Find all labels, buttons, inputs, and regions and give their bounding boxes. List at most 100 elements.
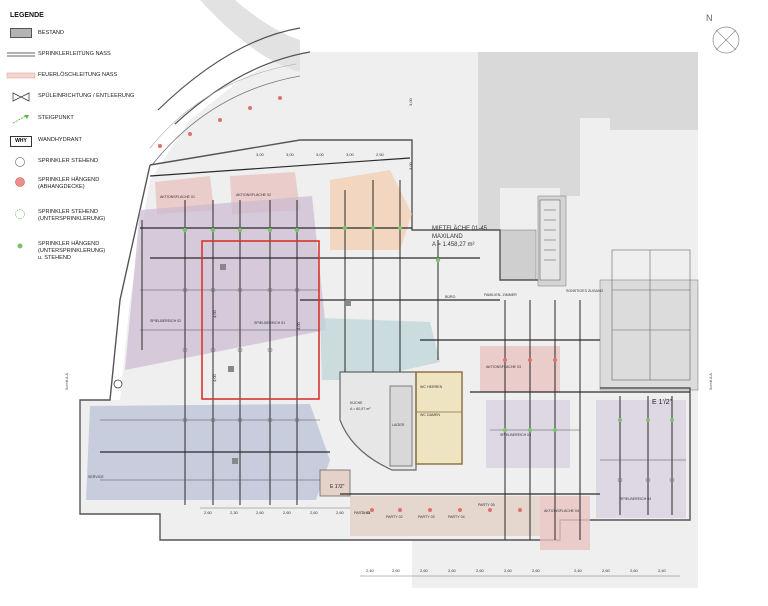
room-wc-damen: WC DAMEN [420,413,440,417]
curved-ramp [149,0,311,166]
legend: LEGENDE BESTAND SPRINKLERLEITUNG NASS FE… [0,0,150,280]
room-aktionsflaeche-03: AKTIONSFLÄCHE 03 [486,365,521,369]
room-labels: KÜCHE A = 60,97 m² LAGER WC HERREN WC DA… [88,193,651,519]
zone-aktionsflaeche-01 [155,176,214,214]
legend-label-sprinkler-haengend: SPRINKLER HÄNGEND (ABHANGDECKE) [38,177,100,190]
room-spielbereich-04: SPIELBEREICH 04 [620,497,651,501]
main-area-line2: MAXILAND [432,234,463,240]
lower-dim-4: 2,60 [310,510,319,515]
legend-label-sprinkler-haengend-unter: SPRINKLER HÄNGEND (UNTERSPRINKLERUNG) u.… [38,241,106,261]
bottom-dimension-chain: 2,40 2,60 2,60 2,60 2,60 2,60 2,60 2,40 … [360,568,680,577]
legend-label-steigpunkt: STEIGPUNKT [38,115,74,121]
north-label: N [706,13,713,23]
hydrant-icon [113,379,123,389]
main-area-label: MIETFLÄCHE 01-45 MAXILAND A = 1.458,27 m… [432,225,488,248]
section-mark-right: Schnitt A-A [709,372,713,390]
sprinkler-heads [158,96,675,512]
lower-dim-2: 2,60 [256,510,265,515]
room-lager: LAGER [392,423,405,427]
bottom-dim-10: 2,40 [658,568,667,573]
room-party-01: PARTY 01 [354,511,371,515]
top-dim-2: 3,00 [316,152,325,157]
sprinkler-underspray-hanging-icon [17,243,23,249]
room-party-02: PARTY 02 [386,515,403,519]
bottom-dim-3: 2,60 [448,568,457,573]
top-dim-1: 3,00 [286,152,295,157]
room-wc-herren: WC HERREN [420,385,443,389]
room-aktionsflaeche-04: AKTIONSFLÄCHE 04 [544,509,579,513]
top-dim-4: 2,50 [376,152,385,157]
bottom-dim-0: 2,40 [366,568,375,573]
lower-dim-1: 2,30 [230,510,239,515]
wandhydrant-box-icon: WHY [10,136,32,147]
lower-dim-6: 2,40 [362,510,371,515]
sprinkler-branches [100,289,686,481]
sprinkler-underspray-standing-icon [15,209,25,219]
main-area-line1: MIETFLÄCHE 01-45 [432,225,488,232]
zone-aktionsflaeche-04 [540,496,590,550]
room-familienzimmer: FAMILIEN- ZIMMER [484,293,517,297]
bottom-dim-9: 2,60 [630,568,639,573]
tenant-outline [79,139,691,541]
room-kueche-area: A = 60,97 m² [350,407,371,411]
bestand-swatch-icon [10,28,32,38]
zone-teal [320,318,440,380]
valve-icon [12,92,30,102]
vertical-dim-1: 4,00 [212,373,217,382]
room-aktionsflaeche-01: AKTIONSFLÄCHE 01 [160,195,195,199]
top-dimension-chain: 3,00 3,00 3,00 3,00 2,50 [256,152,385,157]
vertical-dim-2: 4,00 [296,321,301,330]
zone-aktionsflaeche-03 [480,346,560,392]
legend-label-feuerloeschleitung: FEUERLÖSCHLEITUNG NASS [38,72,118,78]
room-buero: BÜRO [445,295,456,299]
bottom-dim-1: 2,60 [392,568,401,573]
sprinkler-hanging-icon [15,177,25,187]
lower-dim-5: 2,60 [336,510,345,515]
pink-double-line-icon [6,72,36,79]
zones [86,170,686,550]
lower-dim-3: 2,60 [283,510,292,515]
service-cluster [539,199,691,381]
bottom-dim-8: 2,60 [602,568,611,573]
section-marker-2: E 1'/2" [330,484,345,490]
room-sonstiges: SONSTIGES ZUGANG [566,289,604,293]
room-spielbereich-01: SPIELBEREICH 01 [254,321,285,325]
bottom-dim-6: 2,60 [532,568,541,573]
legend-label-sprinkler-stehend: SPRINKLER STEHEND [38,158,98,164]
legend-label-sprinkler-stehend-unter: SPRINKLER STEHEND (UNTERSPRINKLERUNG) [38,209,106,222]
bottom-dim-2: 2,60 [420,568,429,573]
room-kueche: KÜCHE [350,401,363,405]
room-party-03: PARTY 03 [418,515,435,519]
room-spielbereich-02: SPIELBEREICH 02 [150,319,181,323]
zone-orange [330,170,412,250]
selection-frame[interactable] [201,240,320,400]
legend-label-sprinklerleitung: SPRINKLERLEITUNG NASS [38,51,111,57]
zone-spielbereich-03 [486,400,570,468]
riser-arrow-icon [12,115,29,124]
legend-label-spuelung: SPÜLEINRICHTUNG / ENTLEERUNG [38,93,135,99]
top-dim-3: 3,00 [346,152,355,157]
bottom-dim-5: 2,60 [504,568,513,573]
legend-title: LEGENDE [10,12,44,19]
main-area-line3: A = 1.458,27 m² [432,242,475,248]
riser-points [113,264,351,464]
top-dim-0: 3,00 [256,152,265,157]
zone-spielbereich-01 [125,196,326,370]
bottom-dim-7: 2,40 [574,568,583,573]
room-aktionsflaeche-02: AKTIONSFLÄCHE 02 [236,193,271,197]
room-party-04: PARTY 04 [448,515,465,519]
sprinkler-standing-icon [15,157,25,167]
zone-wc [416,372,462,464]
kitchen-block [319,371,463,497]
room-service: SERVICE [88,475,104,479]
section-marker: E 1'/2" [652,399,673,406]
legend-label-wandhydrant: WANDHYDRANT [38,137,82,143]
section-mark-left: Schnitt A-A [65,372,69,390]
vertical-dimensions: 4,00 4,00 4,00 3,00 3,00 [212,97,413,382]
legend-label-bestand: BESTAND [38,30,65,36]
room-spielbereich-03: SPIELBEREICH 03 [500,433,531,437]
zone-party [350,496,540,536]
room-party-05: PARTY 05 [478,503,495,507]
vertical-dim-3: 3,00 [408,97,413,106]
